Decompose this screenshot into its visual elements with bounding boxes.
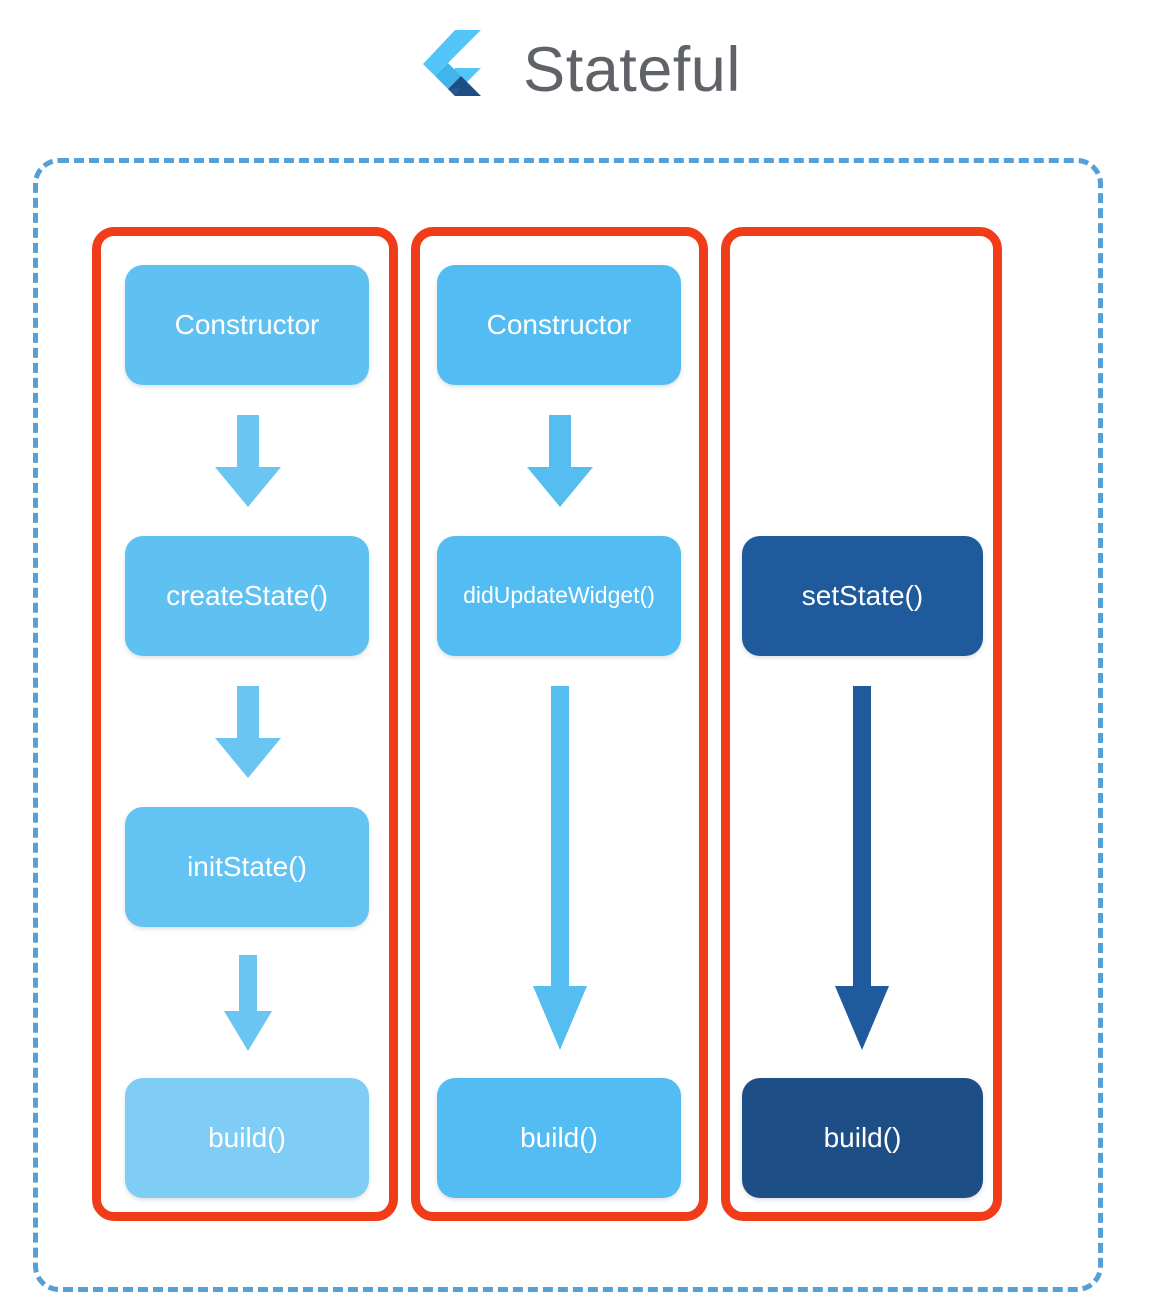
node-initstate-col1: initState() (125, 807, 369, 927)
flutter-logo-icon (423, 30, 482, 96)
arrow-down-constructor-to-createstate (213, 415, 283, 507)
page-header: Stateful (0, 0, 1156, 140)
node-didupdatewidget-col2: didUpdateWidget() (437, 536, 681, 656)
stateful-lifecycle-frame (33, 158, 1103, 1292)
arrow-down-setstate-to-build (833, 686, 891, 1050)
node-build-col3: build() (742, 1078, 983, 1198)
node-createstate-col1: createState() (125, 536, 369, 656)
arrow-down-didupdatewidget-to-build (531, 686, 589, 1050)
node-setstate-col3: setState() (742, 536, 983, 656)
arrow-down-initstate-to-build (222, 955, 274, 1051)
page-title: Stateful (523, 34, 741, 105)
arrow-down-createstate-to-initstate (213, 686, 283, 778)
node-constructor-col2: Constructor (437, 265, 681, 385)
arrow-down-constructor-to-didupdatewidget (525, 415, 595, 507)
node-build-col2: build() (437, 1078, 681, 1198)
node-build-col1: build() (125, 1078, 369, 1198)
node-constructor-col1: Constructor (125, 265, 369, 385)
